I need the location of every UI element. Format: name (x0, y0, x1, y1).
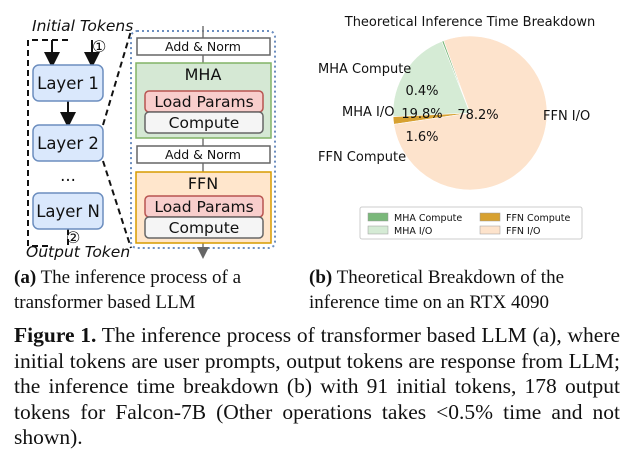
slice-label-mha-compute: MHA Compute (318, 62, 411, 77)
step-1-marker: ① (92, 37, 106, 56)
legend-label-mha-compute: MHA Compute (394, 213, 462, 224)
layer-1-label: Layer 1 (37, 74, 99, 93)
figure-caption-text: The inference process of transformer bas… (14, 323, 620, 449)
pie-slice-mha-i-o (392, 40, 471, 117)
slice-pct-ffn-i-o: 78.2% (457, 108, 498, 123)
subcaption-b-line2: inference time on an RTX 4090 (309, 292, 549, 313)
mha-label: MHA (185, 65, 222, 84)
slice-pct-ffn-compute: 1.6% (405, 130, 438, 145)
subcaption-b: (b) Theoretical Breakdown of the inferen… (309, 265, 624, 315)
add-norm-2-box (136, 145, 271, 164)
initial-tokens-label: Initial Tokens (32, 17, 133, 35)
subcaption-a-tag: (a) (14, 267, 37, 288)
legend-swatch-mha-i-o (367, 225, 389, 235)
ffn-compute-label: Compute (169, 219, 240, 237)
legend-label-mha-i-o: MHA I/O (394, 226, 432, 237)
pie-slice-ffn-i-o (393, 35, 548, 191)
slice-label-ffn-compute: FFN Compute (318, 150, 406, 165)
subcaption-b-line1: Theoretical Breakdown of the (332, 267, 565, 288)
legend-label-ffn-i-o: FFN I/O (506, 226, 541, 237)
layer-n-label: Layer N (36, 202, 100, 221)
layer-ellipsis: ... (60, 166, 76, 185)
add-norm-1-label: Add & Norm (165, 39, 241, 54)
figure-label: Figure 1. (14, 323, 97, 347)
legend-label-ffn-compute: FFN Compute (506, 213, 571, 224)
slice-pct-mha-i-o: 19.8% (401, 107, 442, 122)
chart-legend (359, 206, 583, 240)
layer-1-box (32, 64, 104, 102)
mha-compute-box (144, 111, 264, 134)
subcaption-b-tag: (b) (309, 267, 333, 288)
pie-chart: Theoretical Inference Time Breakdown MHA… (318, 15, 595, 240)
add-norm-2-label: Add & Norm (165, 147, 241, 162)
subcaption-a-line1: The inference process of a (36, 267, 242, 288)
figure-caption: Figure 1. The inference process of trans… (14, 323, 620, 451)
slice-label-ffn-i-o: FFN I/O (543, 109, 590, 124)
chart-title: Theoretical Inference Time Breakdown (344, 15, 595, 30)
layer-2-box (32, 124, 104, 162)
mha-compute-label: Compute (169, 114, 240, 132)
ffn-label: FFN (188, 174, 218, 193)
ffn-compute-box (144, 216, 264, 239)
layer-2-label: Layer 2 (37, 134, 99, 153)
slice-label-mha-i-o: MHA I/O (342, 105, 394, 120)
subcaption-a-line2: transformer based LLM (14, 292, 196, 313)
legend-swatch-ffn-i-o (479, 225, 501, 235)
mha-load-params-label: Load Params (154, 93, 253, 111)
output-token-label: Output Token (26, 243, 130, 261)
layer-n-box (32, 192, 104, 230)
add-norm-1-box (136, 37, 271, 56)
transformer-diagram: Initial Tokens ① ② Output Token Layer 1 … (26, 17, 276, 261)
subcaption-a: (a) The inference process of a transform… (14, 265, 304, 315)
step-2-marker: ② (66, 228, 80, 247)
ffn-load-params-label: Load Params (154, 198, 253, 216)
slice-pct-mha-compute: 0.4% (405, 84, 438, 99)
legend-swatch-ffn-compute (479, 212, 501, 222)
legend-swatch-mha-compute (367, 212, 389, 222)
